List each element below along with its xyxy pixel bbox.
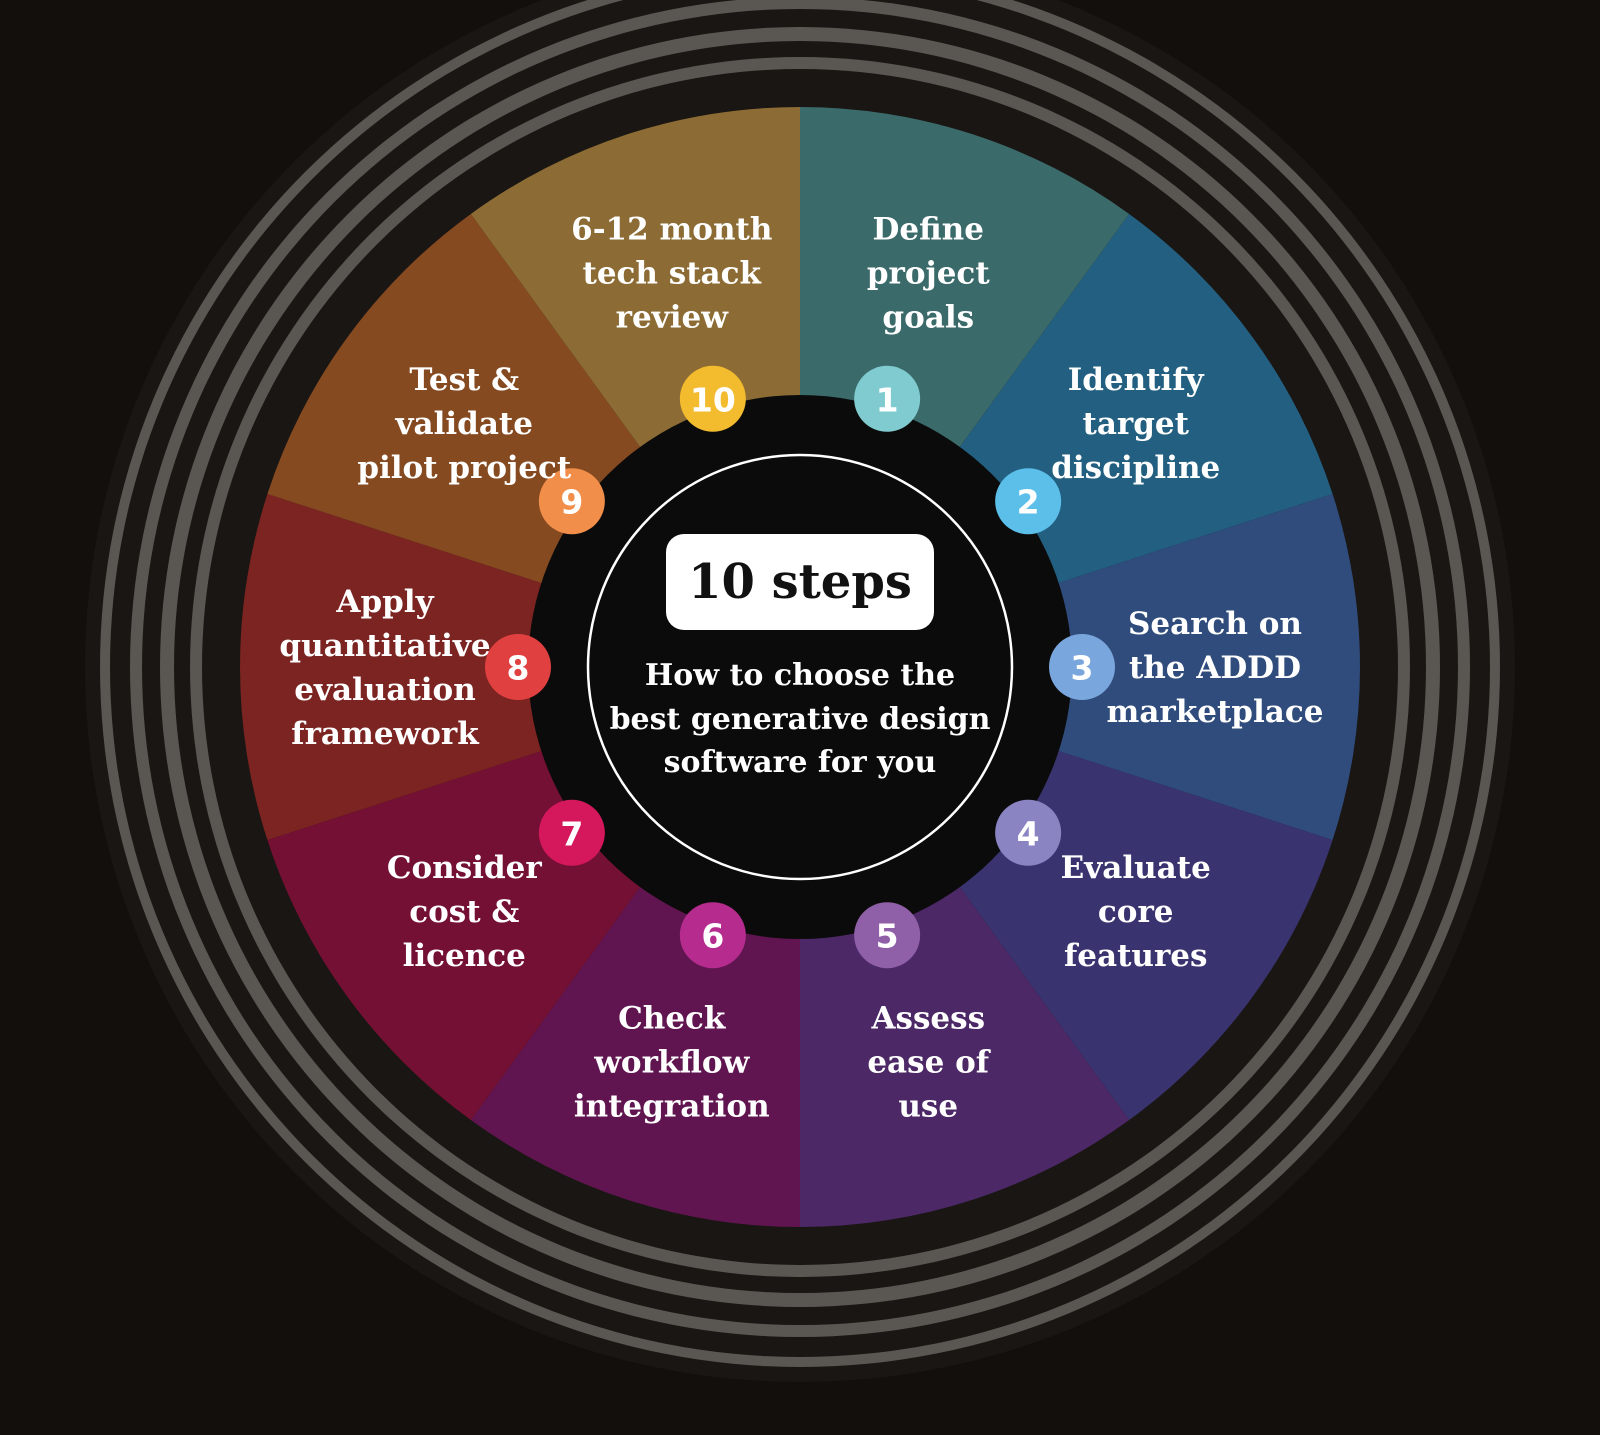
badge-number-step-2: 2 — [1017, 483, 1040, 522]
label-step-3-line-1: Search on — [1128, 606, 1302, 642]
label-step-2-line-3: discipline — [1051, 450, 1220, 486]
badge-step-4 — [995, 799, 1062, 866]
label-step-5-line-3: use — [898, 1089, 958, 1125]
label-step-3-line-3: marketplace — [1107, 694, 1324, 730]
center-title: 10 steps — [688, 554, 912, 610]
badge-number-step-8: 8 — [507, 649, 530, 688]
label-step-2-line-2: target — [1083, 406, 1190, 442]
label-step-9-line-1: Test & — [409, 362, 519, 398]
center-circle-outline — [586, 453, 1014, 881]
badge-step-5 — [854, 902, 921, 969]
badge-step-6 — [679, 902, 746, 969]
label-step-6-line-1: Check — [618, 1001, 727, 1037]
center-hub — [528, 395, 1072, 939]
badge-number-step-1: 1 — [876, 380, 899, 419]
label-step-10-line-3: review — [616, 299, 730, 335]
step-badges: 1 2 3 4 5 6 7 8 9 10 — [485, 365, 1115, 969]
badge-number-step-4: 4 — [1017, 814, 1040, 853]
center-subtitle-line-2: best generative design — [610, 702, 991, 737]
label-step-7-line-1: Consider — [387, 850, 543, 886]
label-step-4-line-1: Evaluate — [1061, 850, 1211, 886]
label-step-8-line-3: evaluation — [294, 672, 476, 708]
label-step-4-line-2: core — [1098, 894, 1174, 930]
badge-number-step-5: 5 — [876, 917, 899, 956]
label-step-1-line-3: goals — [882, 299, 974, 335]
label-step-10-line-1: 6-12 month — [571, 211, 772, 247]
badge-number-step-9: 9 — [560, 483, 583, 522]
badge-step-3 — [1049, 634, 1115, 700]
center-subtitle-line-3: software for you — [664, 745, 937, 780]
label-step-8-line-4: framework — [291, 716, 480, 752]
badge-number-step-10: 10 — [690, 380, 736, 419]
label-step-5-line-1: Assess — [870, 1001, 985, 1037]
label-step-2-line-1: Identify — [1068, 362, 1205, 398]
badge-step-7 — [538, 799, 605, 866]
label-step-7-line-2: cost & — [409, 894, 519, 930]
label-step-1-line-1: Define — [873, 211, 984, 247]
label-step-6-line-3: integration — [574, 1089, 770, 1125]
label-step-4-line-3: features — [1064, 938, 1208, 974]
label-step-10-line-2: tech stack — [583, 255, 763, 291]
label-step-5-line-2: ease of — [867, 1045, 990, 1081]
badge-step-8 — [485, 634, 551, 700]
label-step-9-line-3: pilot project — [357, 450, 572, 486]
badge-step-10 — [679, 365, 746, 432]
badge-number-step-7: 7 — [560, 814, 583, 853]
center-subtitle-line-1: How to choose the — [645, 658, 955, 693]
label-step-8-line-2: quantitative — [279, 628, 490, 664]
label-step-3-line-2: the ADDD — [1129, 650, 1301, 686]
title-box — [666, 534, 934, 630]
label-step-9-line-2: validate — [395, 406, 533, 442]
label-step-7-line-3: licence — [403, 938, 526, 974]
badge-step-1 — [854, 365, 921, 432]
label-step-1-line-2: project — [867, 255, 991, 291]
badge-number-step-3: 3 — [1071, 649, 1094, 688]
badge-step-2 — [995, 468, 1062, 535]
label-step-8-line-1: Apply — [335, 584, 434, 620]
badge-step-9 — [538, 468, 605, 535]
badge-number-step-6: 6 — [701, 917, 724, 956]
label-step-6-line-2: workflow — [593, 1045, 750, 1081]
